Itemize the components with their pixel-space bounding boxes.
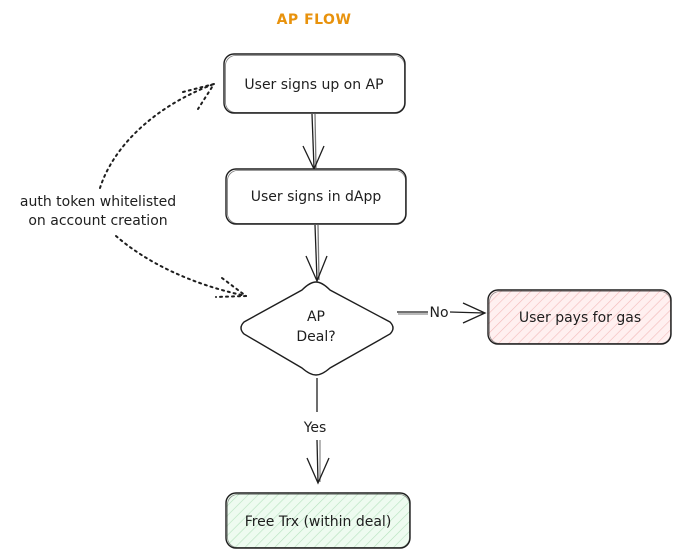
- dotted-arrow-to-decision: [115, 235, 249, 298]
- decision-label-line1: AP: [307, 309, 325, 325]
- dotted-arrow-to-signup: [99, 82, 217, 189]
- arrow-yes-to-free: [306, 378, 330, 485]
- node-decision-ap-deal: AP Deal?: [240, 281, 394, 376]
- node-free-trx: Free Trx (within deal): [225, 492, 411, 549]
- arrow-signup-to-signin: [302, 113, 325, 171]
- node-user-pays-for-gas-label: User pays for gas: [519, 310, 641, 326]
- node-user-signs-in: User signs in dApp: [225, 168, 407, 225]
- decision-label-line2: Deal?: [296, 329, 335, 345]
- edge-label-no: No: [429, 305, 448, 321]
- node-user-pays-for-gas: User pays for gas: [487, 289, 672, 345]
- annotation-line2: on account creation: [28, 213, 167, 229]
- arrow-signin-to-decision: [305, 224, 328, 283]
- node-user-signs-in-label: User signs in dApp: [251, 189, 382, 205]
- annotation-line1: auth token whitelisted: [20, 194, 176, 210]
- arrow-no-to-pays: [397, 302, 487, 324]
- diagram-title: AP FLOW: [277, 12, 352, 28]
- node-user-signs-up: User signs up on AP: [223, 53, 406, 114]
- node-free-trx-label: Free Trx (within deal): [245, 514, 392, 530]
- node-user-signs-up-label: User signs up on AP: [244, 77, 383, 93]
- edge-label-yes: Yes: [303, 420, 327, 436]
